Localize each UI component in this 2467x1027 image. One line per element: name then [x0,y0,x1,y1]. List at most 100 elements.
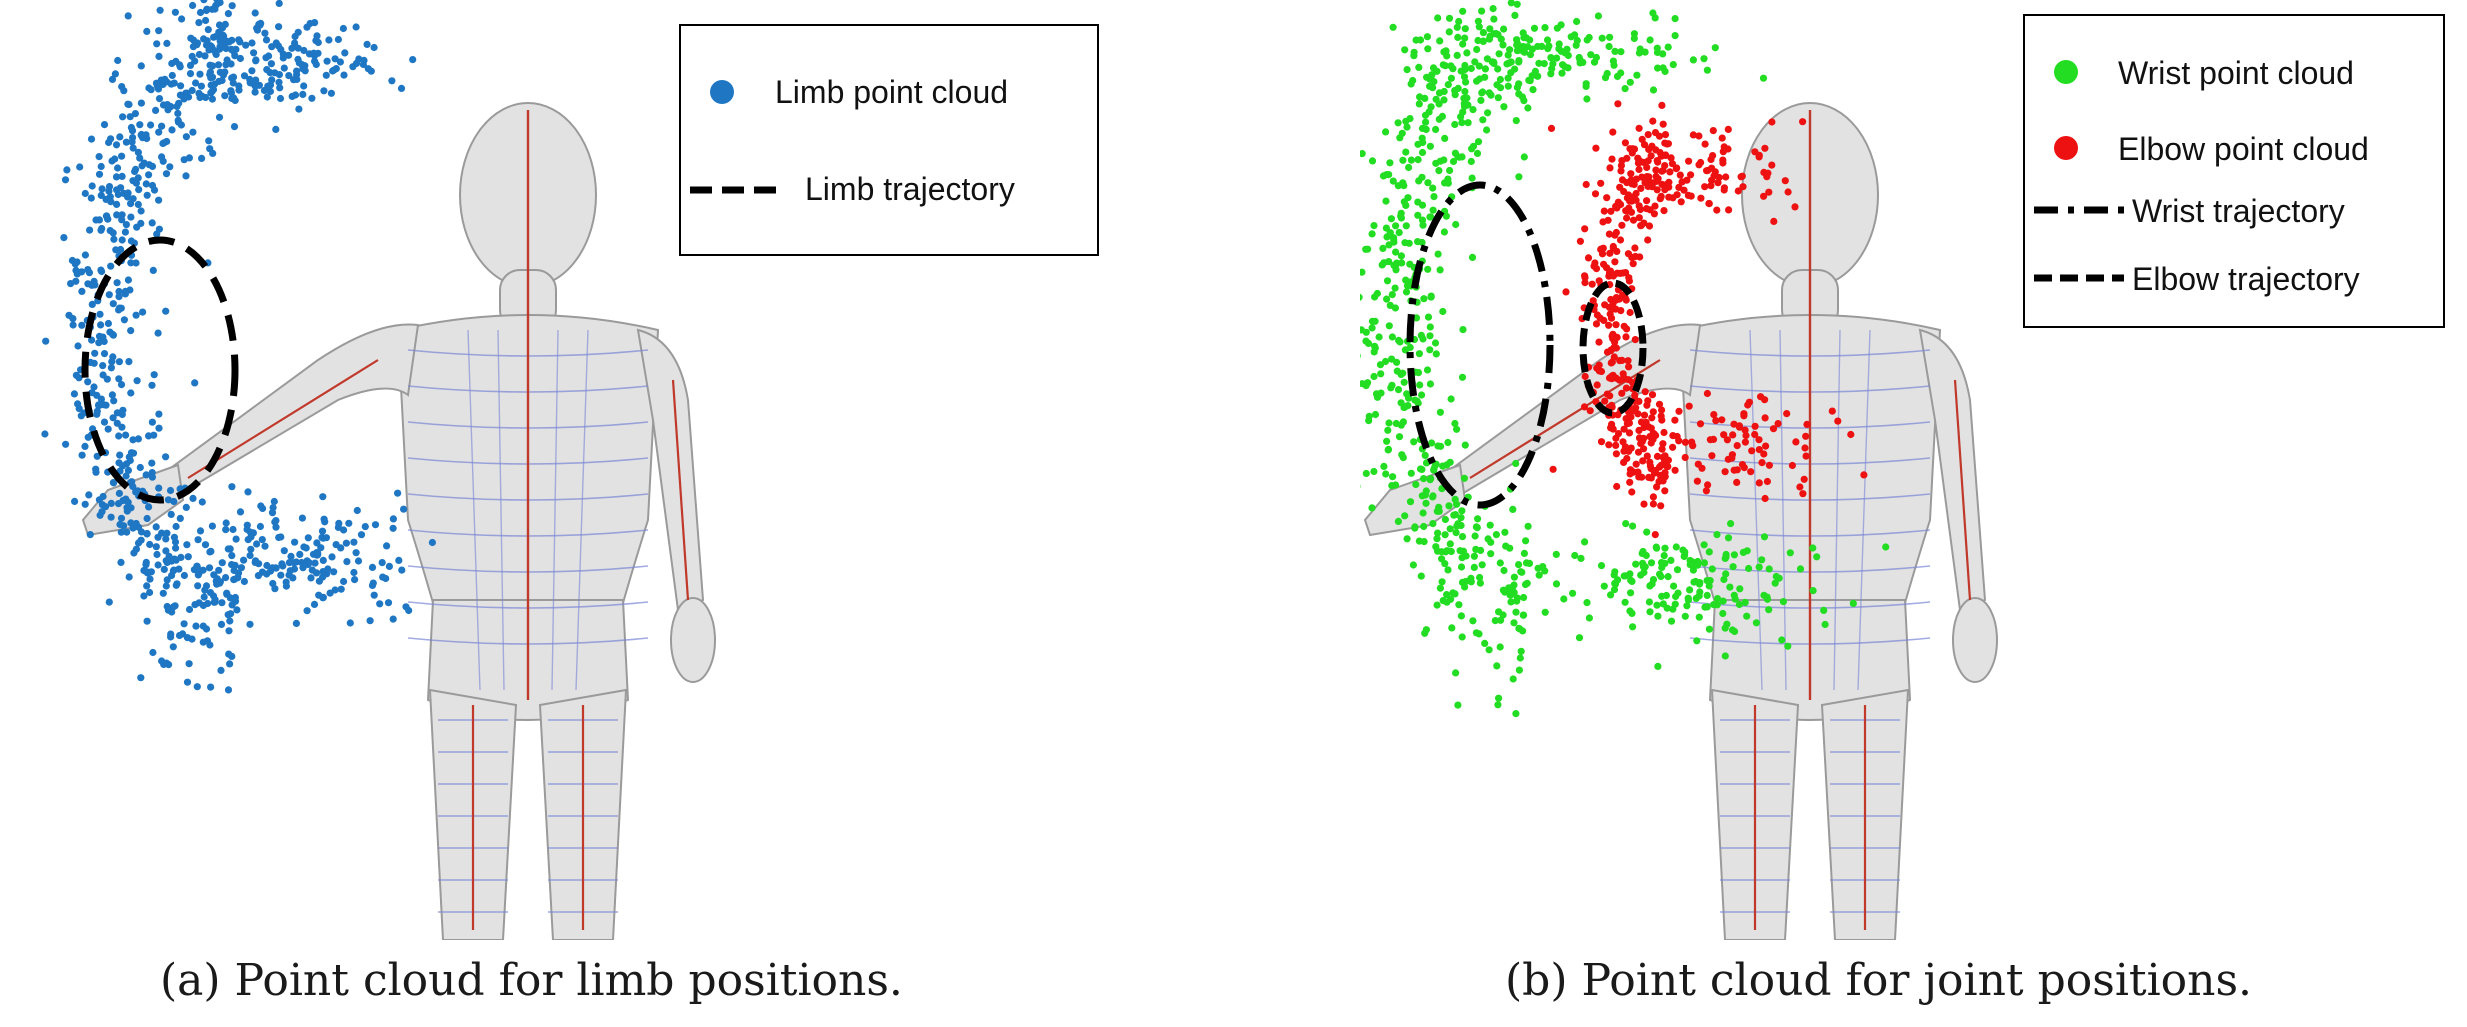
cloud-point [107,499,115,507]
cloud-point [1362,245,1370,253]
cloud-point [1703,603,1711,611]
cloud-point [1640,411,1649,419]
cloud-point [110,397,118,405]
cloud-point [1677,198,1685,206]
cloud-point [1416,381,1424,389]
cloud-point [1415,100,1423,108]
cloud-point [1560,595,1568,603]
cloud-point [1647,559,1656,567]
cloud-point [1443,461,1451,469]
cloud-point [1639,547,1647,556]
cloud-point [1631,336,1639,344]
cloud-point [145,171,153,179]
cloud-point [334,523,342,532]
cloud-point [1629,522,1637,530]
cloud-point [1675,407,1683,415]
cloud-point [400,505,408,513]
cloud-point [1416,465,1425,473]
cloud-point [1520,549,1528,558]
cloud-point [1625,363,1633,371]
cloud-point [1695,132,1703,140]
cloud-point [202,41,211,49]
cloud-point [1632,175,1640,183]
cloud-point [1634,159,1642,167]
cloud-point [182,133,190,141]
cloud-point [1496,559,1504,567]
cloud-point [97,191,105,199]
cloud-point [257,19,265,27]
cloud-point [168,608,176,616]
cloud-point [77,412,85,420]
cloud-point [1549,60,1557,68]
cloud-point [1473,524,1481,532]
cloud-point [267,60,275,68]
cloud-point [1581,372,1589,381]
cloud-point [1730,551,1738,559]
cloud-point [1638,173,1646,181]
cloud-point [1501,528,1509,536]
cloud-point [1385,322,1393,330]
cloud-point [1468,253,1477,261]
cloud-point [1611,258,1619,266]
cloud-point [1768,118,1776,126]
cloud-point [126,286,134,294]
cloud-point [311,19,319,27]
cloud-point [188,52,196,61]
cloud-point [81,500,89,508]
cloud-point [1414,238,1422,246]
cloud-point [1635,397,1643,405]
cloud-point [1669,61,1677,69]
cloud-point [100,350,109,358]
cloud-point [1592,144,1600,152]
cloud-point [189,494,197,502]
cloud-point [122,472,130,480]
cloud-point [1447,395,1455,403]
cloud-point [1414,156,1422,164]
cloud-point [1504,82,1512,90]
cloud-point [155,27,163,35]
cloud-point [1758,556,1766,564]
cloud-point [1403,66,1411,74]
cloud-point [177,121,185,129]
cloud-point [229,79,237,87]
cloud-point [1526,77,1534,85]
cloud-point [1516,654,1524,662]
cloud-point [1403,123,1411,131]
cloud-point [155,95,164,103]
cloud-point [188,86,196,95]
cloud-point [1661,452,1669,460]
cloud-point [1654,612,1662,620]
cloud-point [252,76,260,84]
cloud-point [1475,630,1483,638]
cloud-point [1422,499,1430,507]
cloud-point [1849,599,1857,608]
cloud-point [1422,118,1430,126]
cloud-point [1479,116,1487,124]
cloud-point [1432,95,1440,103]
cloud-point [169,643,177,651]
cloud-point [1694,460,1702,468]
cloud-point [78,321,86,329]
cloud-point [1392,261,1400,269]
cloud-point [1517,568,1525,576]
cloud-point [1655,400,1664,408]
cloud-point [183,541,191,549]
cloud-point [223,589,231,597]
cloud-point [1458,373,1467,381]
cloud-point [1595,338,1603,346]
cloud-point [145,568,153,576]
cloud-point [107,513,115,521]
cloud-point [1646,458,1654,466]
cloud-point [1724,125,1732,133]
cloud-point [1581,538,1589,546]
cloud-point [1421,111,1430,119]
cloud-point [240,556,248,564]
cloud-point [1771,579,1779,587]
cloud-point [1426,142,1434,150]
cloud-point [1437,442,1445,450]
cloud-point [1649,435,1657,444]
cloud-point [146,540,154,549]
cloud-point [1627,576,1635,584]
cloud-point [213,0,221,3]
cloud-point [276,84,284,92]
